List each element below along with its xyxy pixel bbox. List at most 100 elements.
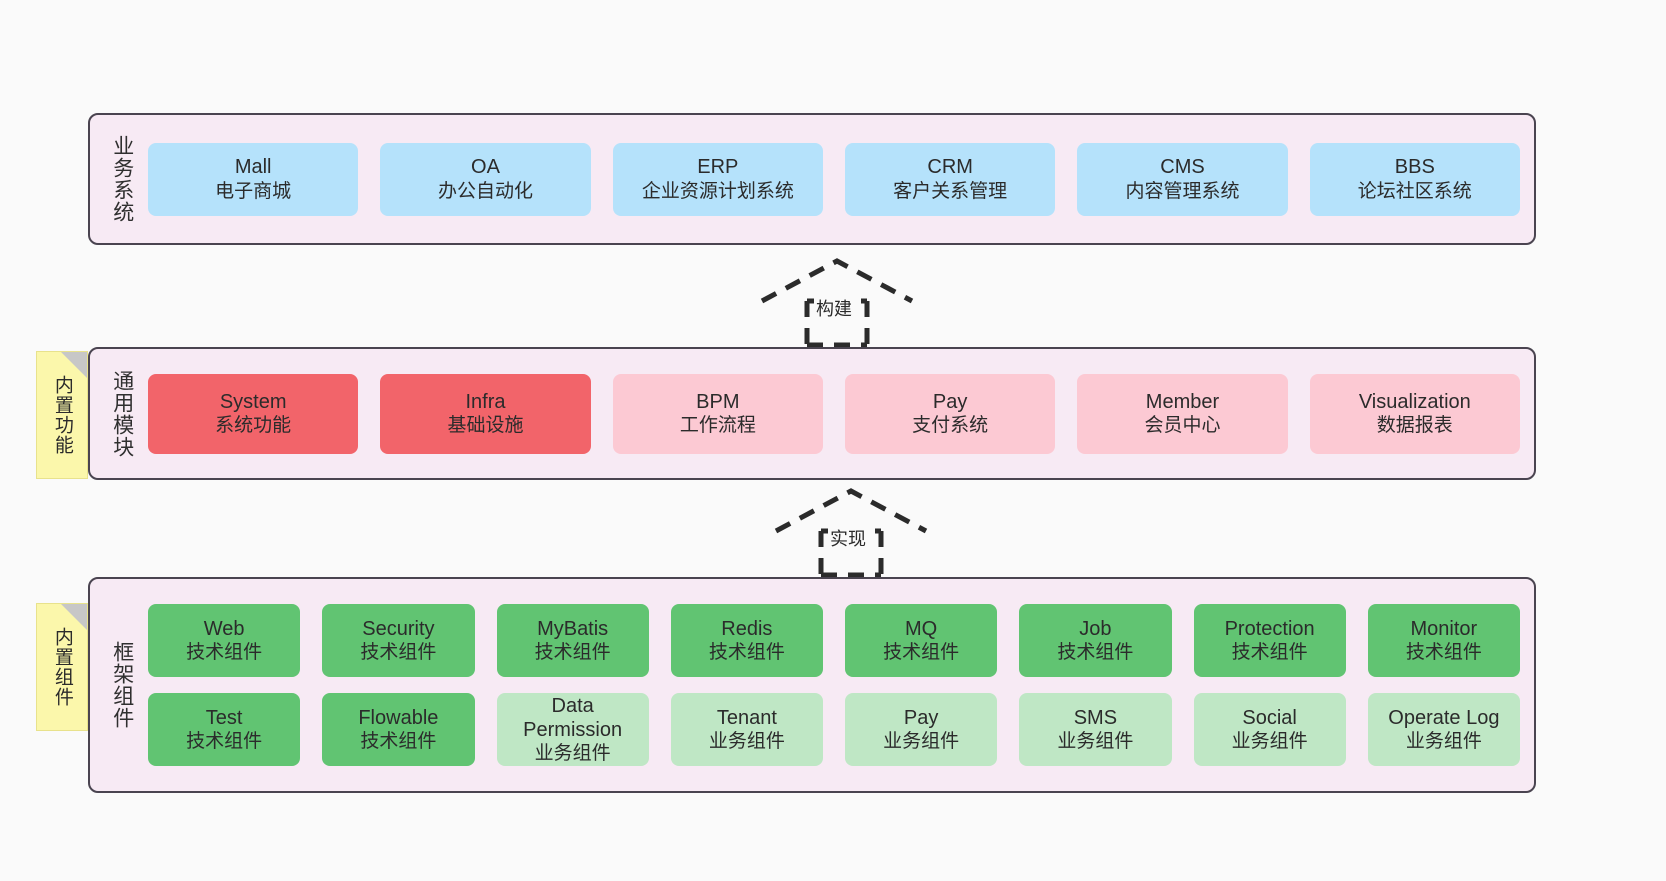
box-pay[interactable]: Pay 支付系统 bbox=[844, 373, 1056, 454]
box-web[interactable]: Web 技术组件 bbox=[148, 604, 301, 677]
box-title-cn: 业务组件 bbox=[1405, 731, 1482, 753]
box-title-cn: 技术组件 bbox=[1231, 642, 1308, 664]
box-row: System 系统功能 Infra 基础设施 BPM 工作流程 Pay 支付系统… bbox=[148, 373, 1520, 454]
box-title-cn: 技术组件 bbox=[186, 642, 263, 664]
box-security[interactable]: Security 技术组件 bbox=[322, 604, 475, 677]
box-title-cn: 业务组件 bbox=[883, 731, 960, 753]
box-mq[interactable]: MQ 技术组件 bbox=[845, 604, 998, 677]
box-title-cn: 论坛社区系统 bbox=[1357, 180, 1472, 202]
box-title-cn: 数据报表 bbox=[1376, 415, 1453, 437]
box-title-cn: 技术组件 bbox=[360, 731, 437, 753]
box-title-en: Member bbox=[1145, 390, 1220, 413]
box-title-en: Security bbox=[362, 617, 435, 640]
box-test[interactable]: Test 技术组件 bbox=[148, 693, 301, 766]
box-title-en: Redis bbox=[721, 617, 773, 640]
box-title-en: Monitor bbox=[1410, 617, 1478, 640]
layer-title-business-system: 业务系统 bbox=[110, 135, 134, 223]
box-oa[interactable]: OA 办公自动化 bbox=[380, 142, 591, 216]
box-tenant[interactable]: Tenant 业务组件 bbox=[670, 693, 823, 766]
box-data-permission[interactable]: Data Permission 业务组件 bbox=[496, 693, 649, 766]
layer-business-system: 业务系统 Mall 电子商城 OA 办公自动化 ERP 企业资源计划系统 CRM… bbox=[88, 113, 1536, 245]
box-bpm[interactable]: BPM 工作流程 bbox=[612, 373, 823, 454]
box-title-cn: 业务组件 bbox=[1231, 731, 1308, 753]
box-cms[interactable]: CMS 内容管理系统 bbox=[1077, 142, 1288, 216]
box-mall[interactable]: Mall 电子商城 bbox=[148, 142, 359, 216]
box-title-en: ERP bbox=[697, 156, 739, 179]
box-title-cn: 业务组件 bbox=[708, 731, 785, 753]
box-title-en: Infra bbox=[465, 390, 506, 413]
box-title-cn: 技术组件 bbox=[1405, 642, 1482, 664]
box-operate-log[interactable]: Operate Log 业务组件 bbox=[1367, 693, 1520, 766]
box-row: Web 技术组件 Security 技术组件 MyBatis 技术组件 Redi… bbox=[148, 604, 1520, 677]
box-protection[interactable]: Protection 技术组件 bbox=[1193, 604, 1346, 677]
box-bbs[interactable]: BBS 论坛社区系统 bbox=[1309, 142, 1520, 216]
box-title-en: Data Permission bbox=[523, 694, 623, 741]
box-title-en: CRM bbox=[927, 156, 973, 179]
box-flowable[interactable]: Flowable 技术组件 bbox=[322, 693, 475, 766]
box-title-cn: 工作流程 bbox=[679, 415, 756, 437]
box-sms[interactable]: SMS 业务组件 bbox=[1019, 693, 1172, 766]
box-title-en: SMS bbox=[1073, 706, 1118, 729]
box-title-en: CMS bbox=[1160, 156, 1205, 179]
build-arrow: 构建 bbox=[752, 257, 922, 348]
sticky-note-builtin-component: 内置组件 bbox=[36, 603, 88, 731]
box-title-cn: 技术组件 bbox=[534, 642, 611, 664]
layer-title-common-module: 通用模块 bbox=[110, 369, 134, 458]
box-title-en: OA bbox=[471, 156, 500, 179]
build-arrow-label: 构建 bbox=[814, 295, 854, 321]
layer-body-framework-component: Web 技术组件 Security 技术组件 MyBatis 技术组件 Redi… bbox=[146, 579, 1534, 791]
box-title-cn: 业务组件 bbox=[534, 743, 611, 765]
sticky-note-builtin-function: 内置功能 bbox=[36, 351, 88, 479]
box-social[interactable]: Social 业务组件 bbox=[1193, 693, 1346, 766]
box-title-en: BBS bbox=[1394, 156, 1435, 179]
box-title-cn: 电子商城 bbox=[215, 180, 292, 202]
box-title-cn: 技术组件 bbox=[186, 731, 263, 753]
box-title-cn: 技术组件 bbox=[360, 642, 437, 664]
box-title-cn: 办公自动化 bbox=[437, 180, 533, 202]
box-infra[interactable]: Infra 基础设施 bbox=[380, 373, 591, 454]
box-erp[interactable]: ERP 企业资源计划系统 bbox=[612, 142, 823, 216]
box-row: Test 技术组件 Flowable 技术组件 Data Permission … bbox=[148, 693, 1520, 766]
sticky-note-label: 内置功能 bbox=[51, 375, 73, 455]
box-pay-business[interactable]: Pay 业务组件 bbox=[845, 693, 998, 766]
implement-arrow-label: 实现 bbox=[828, 525, 868, 551]
box-title-cn: 系统功能 bbox=[215, 415, 292, 437]
box-crm[interactable]: CRM 客户关系管理 bbox=[844, 142, 1056, 216]
box-title-en: Web bbox=[203, 617, 245, 640]
box-job[interactable]: Job 技术组件 bbox=[1019, 604, 1172, 677]
box-title-en: Mall bbox=[234, 156, 272, 179]
box-title-cn: 基础设施 bbox=[447, 415, 524, 437]
box-visualization[interactable]: Visualization 数据报表 bbox=[1309, 373, 1520, 454]
box-title-en: Flowable bbox=[358, 706, 439, 729]
box-title-en: Protection bbox=[1224, 617, 1315, 640]
box-title-en: Pay bbox=[903, 706, 939, 729]
layer-body-common-module: System 系统功能 Infra 基础设施 BPM 工作流程 Pay 支付系统… bbox=[146, 349, 1534, 478]
box-title-en: Job bbox=[1079, 617, 1112, 640]
box-title-en: Social bbox=[1242, 706, 1297, 729]
box-title-cn: 支付系统 bbox=[912, 415, 989, 437]
box-title-cn: 企业资源计划系统 bbox=[641, 180, 794, 202]
box-redis[interactable]: Redis 技术组件 bbox=[670, 604, 823, 677]
layer-common-module: 通用模块 System 系统功能 Infra 基础设施 BPM 工作流程 Pay… bbox=[88, 347, 1536, 480]
implement-arrow: 实现 bbox=[766, 487, 936, 578]
box-title-cn: 业务组件 bbox=[1057, 731, 1134, 753]
box-title-cn: 会员中心 bbox=[1144, 415, 1221, 437]
box-title-cn: 技术组件 bbox=[708, 642, 785, 664]
layer-framework-component: 框架组件 Web 技术组件 Security 技术组件 MyBatis 技术组件… bbox=[88, 577, 1536, 793]
box-title-en: MQ bbox=[905, 617, 938, 640]
box-title-cn: 技术组件 bbox=[1057, 642, 1134, 664]
box-title-en: System bbox=[219, 390, 287, 413]
box-title-en: BPM bbox=[696, 390, 740, 413]
box-member[interactable]: Member 会员中心 bbox=[1077, 373, 1288, 454]
box-title-cn: 技术组件 bbox=[883, 642, 960, 664]
box-monitor[interactable]: Monitor 技术组件 bbox=[1367, 604, 1520, 677]
box-title-cn: 内容管理系统 bbox=[1125, 180, 1240, 202]
box-system[interactable]: System 系统功能 bbox=[148, 373, 359, 454]
box-mybatis[interactable]: MyBatis 技术组件 bbox=[496, 604, 649, 677]
box-title-cn: 客户关系管理 bbox=[893, 180, 1008, 202]
sticky-note-label: 内置组件 bbox=[51, 627, 73, 707]
box-title-en: Operate Log bbox=[1388, 706, 1500, 729]
box-title-en: Visualization bbox=[1358, 390, 1471, 413]
box-title-en: Tenant bbox=[716, 706, 777, 729]
